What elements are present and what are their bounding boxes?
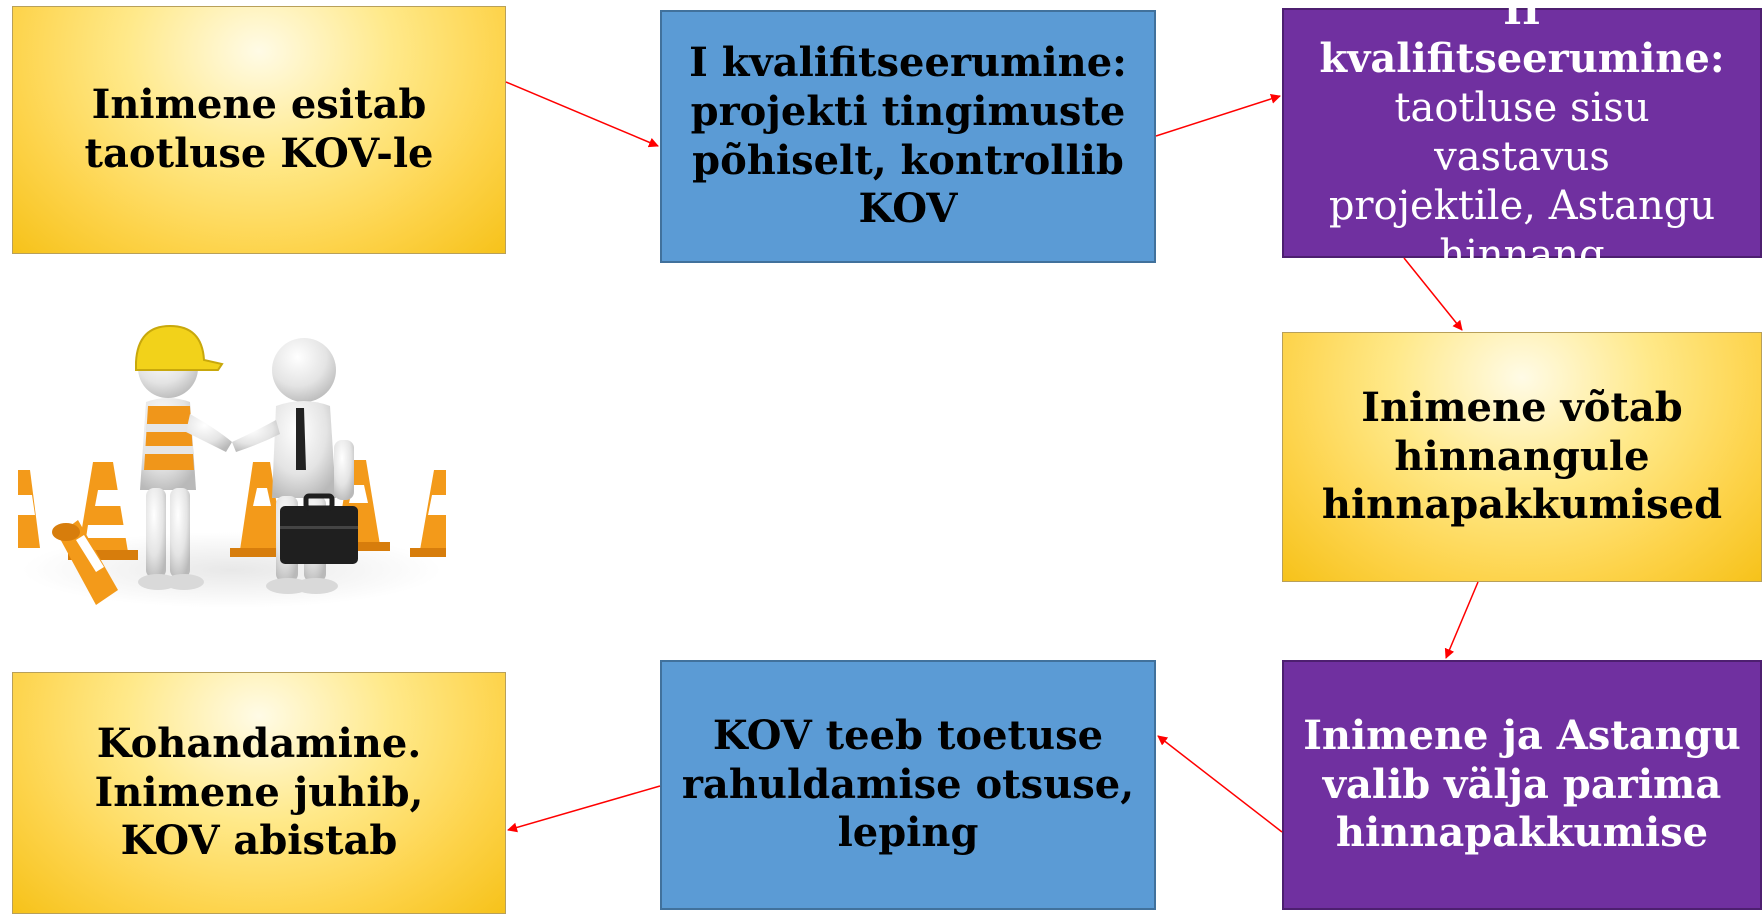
arrow-step3-to-step4	[1403, 257, 1463, 331]
step-text: Inimene võtab hinnangule hinnapakkumised	[1321, 383, 1723, 529]
traffic-cone-icon	[410, 470, 446, 557]
step-box-adaptation: Kohandamine. Inimene juhib, KOV abistab	[12, 672, 506, 914]
step-text: I kvalifitseerumine: projekti tingimuste…	[689, 38, 1127, 233]
step-box-first-qualification: I kvalifitseerumine: projekti tingimuste…	[660, 10, 1156, 263]
step-box-choose-best-offer: Inimene ja Astangu valib välja parima hi…	[1282, 660, 1762, 910]
arrow-step2-to-step3	[1155, 94, 1281, 137]
step-box-submit-application: Inimene esitab taotluse KOV-le	[12, 6, 506, 254]
arrow-step1-to-step2	[505, 81, 659, 148]
businessman-figure	[232, 338, 358, 594]
worker-figure	[135, 324, 232, 590]
step-text-group: II kvalifitseerumine: taotluse sisu vast…	[1302, 0, 1742, 328]
briefcase-icon	[280, 493, 358, 564]
step-text: Kohandamine. Inimene juhib, KOV abistab	[94, 719, 424, 865]
traffic-cone-icon	[18, 470, 40, 548]
step-box-collect-offers: Inimene võtab hinnangule hinnapakkumised	[1282, 332, 1762, 582]
step-box-decision-contract: KOV teeb toetuse rahuldamise otsuse, lep…	[660, 660, 1156, 910]
handshake-illustration	[18, 324, 446, 608]
arrow-step5-to-step6	[1157, 735, 1283, 833]
step-title: II kvalifitseerumine:	[1319, 0, 1725, 83]
step-box-second-qualification: II kvalifitseerumine: taotluse sisu vast…	[1282, 0, 1762, 278]
step-text: Inimene esitab taotluse KOV-le	[84, 81, 434, 177]
step-text: KOV teeb toetuse rahuldamise otsuse, lep…	[681, 711, 1135, 857]
step-text: Inimene ja Astangu valib välja parima hi…	[1303, 711, 1741, 857]
arrow-step6-to-step7	[507, 785, 661, 833]
arrow-step4-to-step5	[1444, 581, 1479, 659]
traffic-cone-icon	[52, 520, 118, 605]
step-text: taotluse sisu vastavus projektile, Astan…	[1328, 85, 1716, 278]
traffic-cone-icon	[68, 462, 138, 560]
